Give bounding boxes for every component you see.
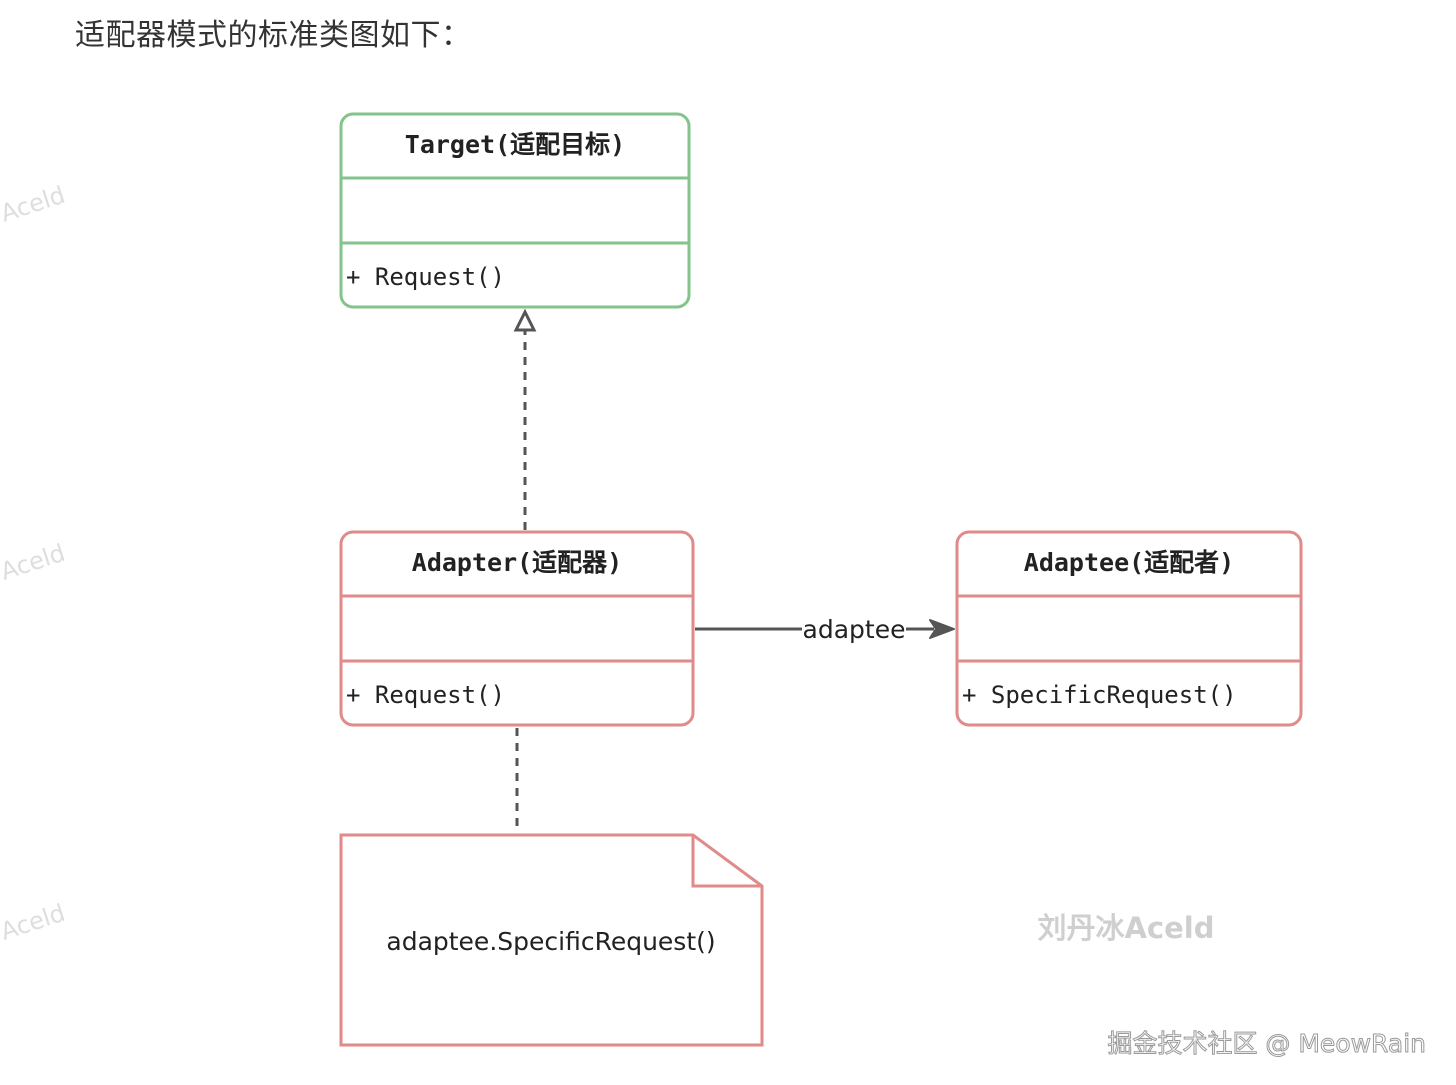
class-adaptee-name: Adaptee(适配者) [1024, 548, 1234, 577]
class-target-method: + Request() [346, 263, 505, 291]
watermark-side-1: Aceld [0, 181, 68, 228]
class-adapter-box [339, 530, 695, 727]
page-heading: 适配器模式的标准类图如下： [75, 18, 472, 53]
note-text: adaptee.SpecificRequest() [386, 927, 715, 956]
watermark-side-3: Aceld [0, 899, 68, 946]
association-label: adaptee [803, 615, 906, 644]
class-target: Target(适配目标) + Request() [339, 112, 691, 309]
class-adapter-name: Adapter(适配器) [412, 548, 622, 577]
note-shape [339, 833, 764, 1047]
class-target-box [339, 112, 691, 309]
class-adaptee-box [955, 530, 1303, 727]
watermark-center: 刘丹冰Aceld [1037, 911, 1214, 945]
watermark-side-2: Aceld [0, 539, 68, 586]
class-adaptee: Adaptee(适配者) + SpecificRequest() [955, 530, 1303, 727]
watermark-footer: 掘金技术社区 @ MeowRain [1107, 1029, 1426, 1058]
realization-connector [513, 308, 537, 530]
note-fold [691, 835, 762, 888]
association-connector: adaptee [695, 615, 955, 644]
realization-arrowhead [513, 308, 537, 332]
association-arrowhead [929, 619, 955, 639]
note: adaptee.SpecificRequest() [339, 833, 764, 1047]
class-target-name: Target(适配目标) [405, 130, 625, 159]
class-adapter-method: + Request() [346, 681, 505, 709]
class-adapter: Adapter(适配器) + Request() [339, 530, 695, 727]
class-adaptee-method: + SpecificRequest() [962, 681, 1237, 709]
